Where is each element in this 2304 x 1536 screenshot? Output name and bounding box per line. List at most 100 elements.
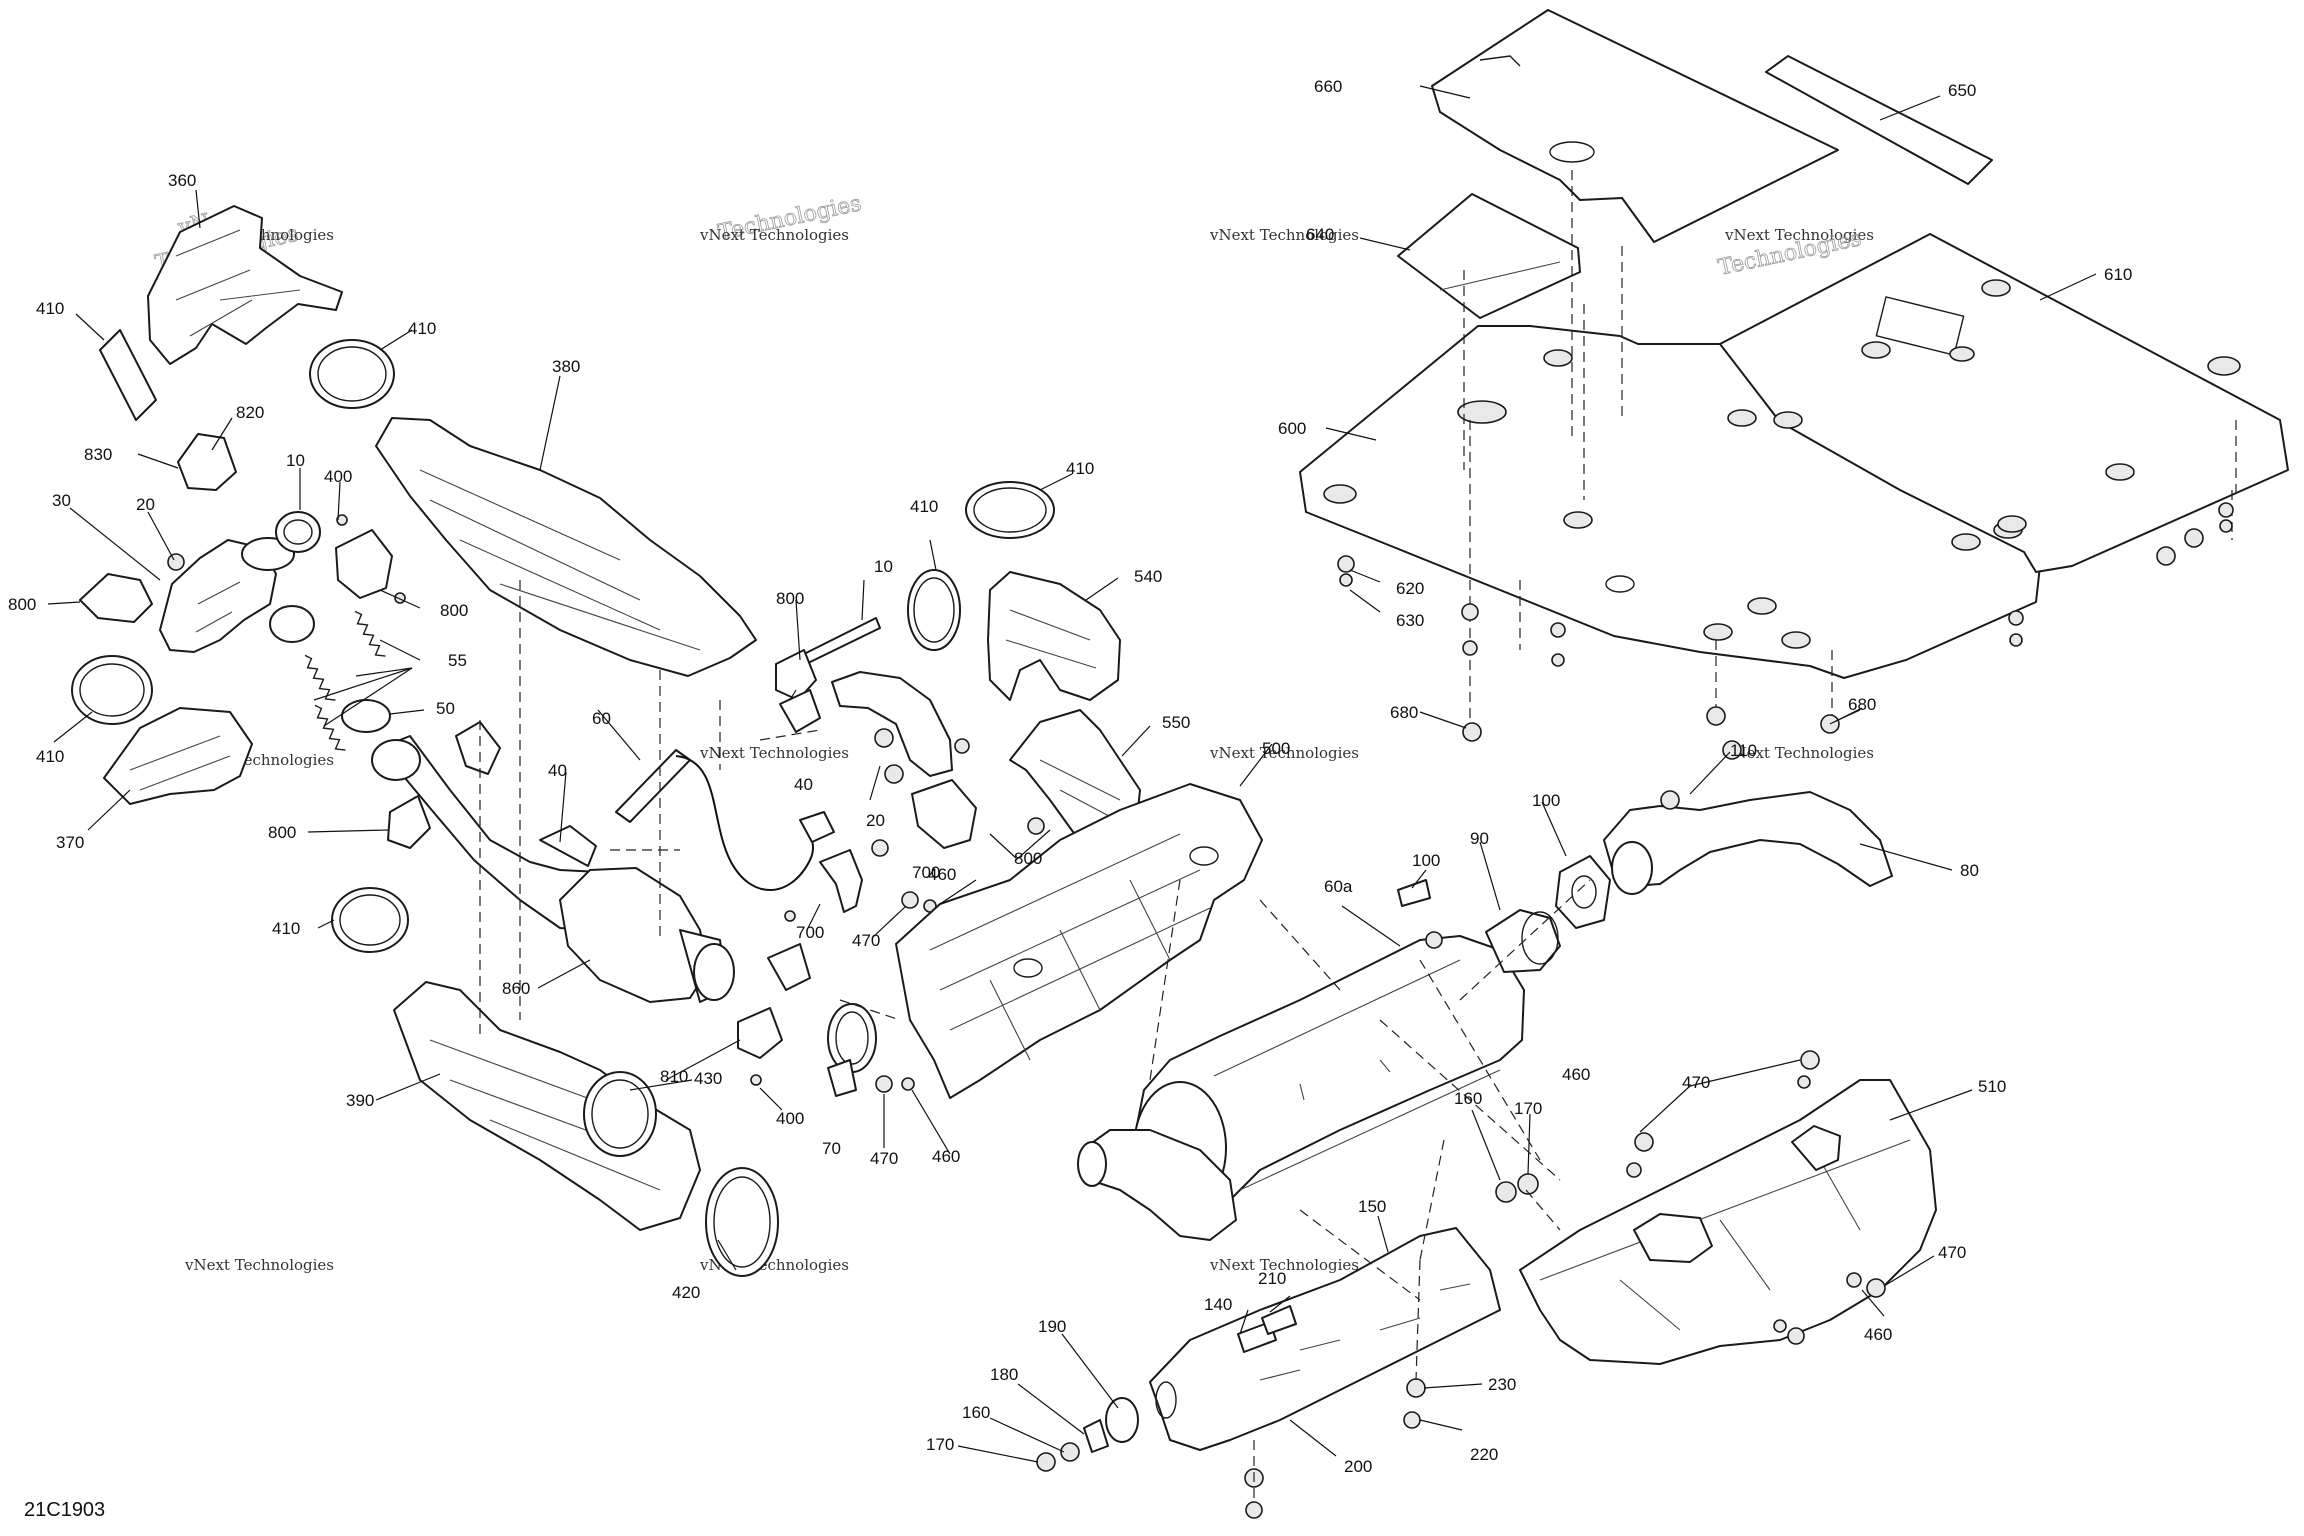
- tailpipe-flange: [1611, 841, 1653, 895]
- connector-55: [799, 811, 835, 843]
- callout-510: 510: [1978, 1077, 2006, 1096]
- heat-shield-370: [103, 707, 253, 805]
- callout-90: 100: [1532, 791, 1560, 810]
- clamp-800-g: [911, 779, 977, 849]
- clamp-800-f: [779, 689, 821, 733]
- callout-10-a: 10: [286, 451, 305, 470]
- clamp-60a: [827, 1003, 877, 1073]
- callout-80: 90: [1470, 829, 1489, 848]
- callout-110: 110: [1730, 741, 1757, 760]
- clamp-810: [737, 1007, 783, 1059]
- callout-200: 200: [1344, 1457, 1372, 1476]
- callout-620: 620: [1396, 579, 1424, 598]
- callout-470-c: 470: [1682, 1073, 1710, 1092]
- callout-410-a: 410: [36, 299, 64, 318]
- callout-370: 370: [56, 833, 84, 852]
- callout-540: 540: [1134, 567, 1162, 586]
- callout-230: 230: [1488, 1375, 1516, 1394]
- washer-160: [1060, 1442, 1080, 1462]
- callout-430: 430: [694, 1069, 722, 1088]
- watermark-caption-9: vNext Technologies: [1724, 744, 1874, 762]
- grommet-190: [1105, 1397, 1139, 1443]
- callout-140: 140: [1204, 1295, 1232, 1314]
- small-bolts: [167, 514, 1045, 1093]
- drawing-code: 21C1903: [24, 1499, 105, 1521]
- clamp-410-c: [71, 655, 153, 725]
- header-flange-40: [371, 739, 421, 781]
- callout-170-a: 170: [1514, 1099, 1542, 1118]
- callout-650: 650: [1948, 81, 1976, 100]
- watermark-caption-10: vNext Technologies: [184, 1256, 334, 1274]
- bolt-210: [1261, 1305, 1297, 1335]
- bracket-200: [1149, 1227, 1501, 1451]
- watermark-caption-4: vNext Technologies: [1724, 226, 1874, 244]
- watermark-caption-2: vNext Technologies: [699, 226, 849, 244]
- callout-410-c: 410: [36, 747, 64, 766]
- callout-420: 420: [672, 1283, 700, 1302]
- muffler-assembly: [895, 740, 1937, 1519]
- callout-400-a: 400: [324, 467, 352, 486]
- callout-860: 860: [502, 979, 530, 998]
- callout-100: 100: [1412, 851, 1440, 870]
- callout-460-b: 460: [932, 1147, 960, 1166]
- callout-160-b: 160: [962, 1403, 990, 1422]
- callout-45: 50: [436, 699, 455, 718]
- o2-sensor-55: [615, 749, 691, 823]
- nut-110: [1660, 790, 1680, 810]
- watermark-caption-7: vNext Technologies: [699, 744, 849, 762]
- fastener-lines: [1463, 170, 2237, 740]
- flange-pipe-30b: [269, 605, 315, 643]
- callout-55: 60: [592, 709, 611, 728]
- callout-700: 700: [796, 923, 824, 942]
- callout-830: 830: [84, 445, 112, 464]
- skid-plates: [1299, 9, 2289, 742]
- callout-410-f: 410: [1066, 459, 1094, 478]
- springs-50: [304, 610, 386, 751]
- callout-170-b: 170: [926, 1435, 954, 1454]
- plate-610: [1719, 233, 2289, 573]
- callout-360: 360: [168, 171, 196, 190]
- callout-500: 500: [1262, 739, 1290, 758]
- clamp-410-b: [99, 329, 157, 421]
- callout-630: 630: [1396, 611, 1424, 630]
- watermark-caption-12: vNext Technologies: [1209, 1256, 1359, 1274]
- clamp-800-c: [387, 795, 431, 849]
- callout-470-d: 470: [1938, 1243, 1966, 1262]
- gasket-10: [275, 511, 321, 553]
- plate-hardware: [1337, 502, 2234, 742]
- grommets: [1323, 279, 2241, 649]
- washer-230: [1406, 1378, 1426, 1398]
- strip-650: [1765, 55, 1993, 185]
- pipe-30: [159, 539, 277, 653]
- watermark-caption-8: vNext Technologies: [1209, 744, 1359, 762]
- callout-470-a: 470: [852, 931, 880, 950]
- plate-610-window: [1875, 296, 1965, 356]
- callout-20-a: 20: [136, 495, 155, 514]
- left-align-lines: [479, 580, 901, 1040]
- heat-shield-500: [895, 783, 1263, 1099]
- callout-800-e: 800: [1014, 849, 1042, 868]
- plate-660-hole: [1549, 141, 1595, 163]
- callout-680-right: 680: [1848, 695, 1876, 714]
- callout-410-d: 410: [272, 919, 300, 938]
- ring-45: [341, 699, 391, 733]
- heat-shield-510: [1519, 1079, 1937, 1365]
- callout-800-d: 800: [776, 589, 804, 608]
- sleeve-80: [1485, 909, 1561, 973]
- callout-210: 210: [1258, 1269, 1286, 1288]
- nut-220: [1403, 1411, 1421, 1429]
- tailpipe-70: [1603, 791, 1893, 887]
- callout-180: 180: [990, 1365, 1018, 1384]
- callout-40-b: 40: [794, 775, 813, 794]
- plate-640-crease: [1439, 261, 1561, 291]
- callout-labels: 660 650 640 610 600 620 630 680 680 360 …: [8, 77, 2132, 1476]
- heat-shield-360: [147, 205, 343, 365]
- callout-390: 390: [346, 1091, 374, 1110]
- spacer-180: [1083, 1419, 1109, 1453]
- clamp-410-f: [965, 481, 1055, 539]
- plate-660-notch: [1479, 55, 1521, 67]
- callout-660: 660: [1314, 77, 1342, 96]
- callout-800-b: 800: [440, 601, 468, 620]
- heat-shield-380: [375, 417, 757, 677]
- callout-610: 610: [2104, 265, 2132, 284]
